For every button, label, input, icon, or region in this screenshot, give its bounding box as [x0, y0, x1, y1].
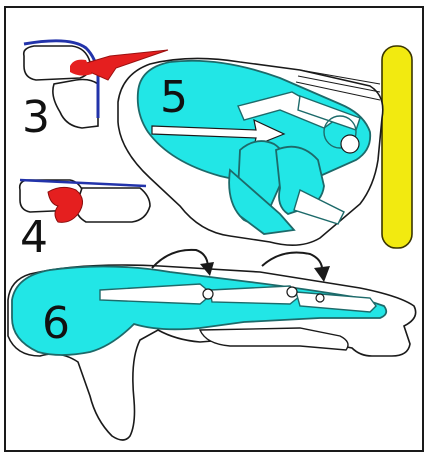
panel-6-hand: 6	[8, 250, 416, 440]
lower-bone	[53, 80, 98, 129]
label-3: 3	[22, 92, 50, 143]
label-4: 4	[20, 212, 48, 263]
yellow-wall	[382, 46, 412, 248]
joint-lower	[76, 188, 150, 222]
label-6: 6	[42, 298, 70, 349]
panel-4-joint: 4	[20, 180, 150, 263]
label-5: 5	[160, 72, 188, 123]
panel-5-hand: 5	[118, 58, 383, 245]
